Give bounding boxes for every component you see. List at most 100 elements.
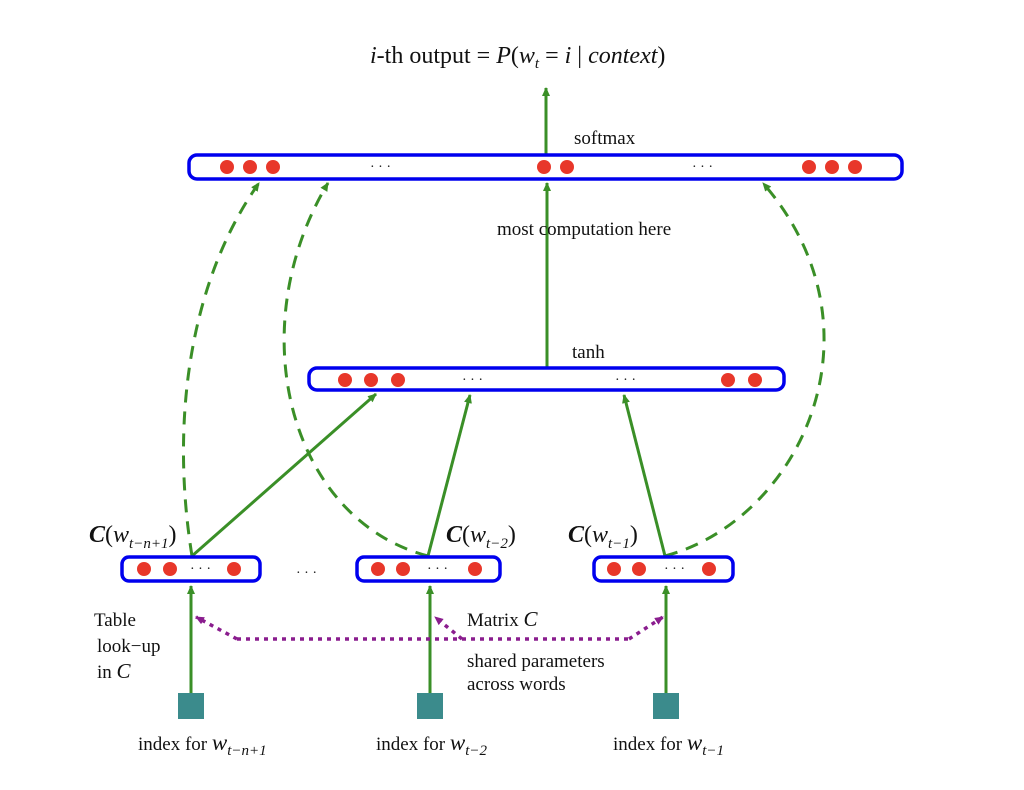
- tanh-label: tanh: [572, 342, 605, 363]
- formula-equals: =: [539, 43, 565, 69]
- input-label-sub: t−2: [465, 743, 487, 759]
- matrix-label-var: C: [523, 607, 538, 631]
- softmax-ellipsis-left: · · ·: [370, 160, 391, 175]
- neuron: [748, 373, 762, 387]
- input-label-text: index for: [613, 734, 687, 755]
- input-label-text: index for: [376, 734, 450, 755]
- table-lookup-line1: Table: [94, 610, 136, 631]
- formula-i: i: [370, 43, 377, 69]
- embedding-label-3: C(wt−1): [568, 522, 638, 552]
- input-label-w: w: [450, 730, 466, 755]
- neuron: [137, 562, 151, 576]
- embedding-box-3: · · ·: [592, 555, 735, 583]
- tanh-ellipsis-left: · · ·: [462, 373, 483, 388]
- input-label-2: index for wt−2: [376, 730, 488, 759]
- table-lookup-line2: look−up: [97, 636, 161, 657]
- neuron: [163, 562, 177, 576]
- softmax-ellipsis-right: · · ·: [692, 160, 713, 175]
- neuron: [702, 562, 716, 576]
- embedding-fn: C: [89, 522, 106, 548]
- formula-open-paren: (: [511, 43, 519, 69]
- shared-param-arrow-1: [195, 615, 238, 641]
- table-lookup-line3: in: [97, 662, 117, 683]
- embedding-label-1: C(wt−n+1): [89, 522, 176, 552]
- input-label-w: w: [212, 730, 228, 755]
- embedding-label-2: C(wt−2): [446, 522, 516, 552]
- neuron: [338, 373, 352, 387]
- embedding-ellipsis: · · ·: [427, 562, 448, 577]
- formula-i2: i: [565, 43, 572, 69]
- embedding-box-frame: [120, 555, 262, 583]
- neuron: [560, 160, 574, 174]
- shared-line1: shared parameters: [467, 651, 605, 672]
- neuron: [391, 373, 405, 387]
- formula-bar: |: [571, 43, 588, 69]
- neuron: [848, 160, 862, 174]
- neuron: [468, 562, 482, 576]
- embedding-sub: t−2: [486, 536, 508, 552]
- embedding-box-1: · · ·: [120, 555, 262, 583]
- formula-context: context: [588, 43, 659, 69]
- embedding-box-2: · · ·: [355, 555, 502, 583]
- embedding-ellipsis: · · ·: [664, 562, 685, 577]
- neuron: [721, 373, 735, 387]
- embedding3-to-tanh-arrow: [622, 394, 667, 557]
- shared-parameters-connector: [195, 615, 664, 641]
- neuron: [266, 160, 280, 174]
- neuron: [632, 562, 646, 576]
- neuron: [364, 373, 378, 387]
- input-label-1: index for wt−n+1: [138, 730, 267, 759]
- tanh-neurons: [338, 373, 762, 387]
- embedding-w: w: [113, 522, 129, 548]
- input-label-text: index for: [138, 734, 212, 755]
- embedding-fn: C: [568, 522, 585, 548]
- embedding-sub: t−n+1: [129, 536, 168, 552]
- matrix-label-text: Matrix: [467, 610, 523, 631]
- shared-line2: across words: [467, 674, 566, 695]
- embedding2-to-tanh-arrow: [426, 394, 472, 557]
- table-lookup-var: C: [117, 659, 132, 683]
- input-label-sub: t−n+1: [227, 743, 266, 759]
- formula-P: P: [495, 43, 511, 69]
- matrix-c-label: Matrix C: [467, 607, 538, 631]
- neuron: [802, 160, 816, 174]
- softmax-neurons: [220, 160, 862, 174]
- neuron: [227, 562, 241, 576]
- table-lookup-label: Table look−up in C: [94, 610, 165, 683]
- embedding-fn: C: [446, 522, 463, 548]
- output-formula: i-th output = P(wt = i | context): [370, 43, 665, 72]
- input-index-square-1: [178, 693, 204, 719]
- direct-connection-1: [181, 182, 261, 557]
- between-embeddings-ellipsis: · · ·: [296, 566, 317, 581]
- input-index-square-2: [417, 693, 443, 719]
- most-computation-label: most computation here: [497, 219, 671, 240]
- formula-w-sub: t: [535, 56, 540, 72]
- embedding-box-frame: [592, 555, 735, 583]
- embedding-ellipsis: · · ·: [190, 562, 211, 577]
- neuron: [825, 160, 839, 174]
- embedding-w: w: [592, 522, 608, 548]
- neuron: [371, 562, 385, 576]
- shared-param-arrow-2: [433, 615, 464, 641]
- input-label-3: index for wt−1: [613, 730, 724, 759]
- tanh-layer-box: [307, 366, 786, 392]
- formula-close-paren: ): [657, 43, 665, 69]
- embedding1-to-tanh-arrow: [191, 392, 377, 558]
- embedding-box-frame: [355, 555, 502, 583]
- formula-prefix: -th output =: [377, 43, 497, 69]
- neuron: [537, 160, 551, 174]
- formula-w: w: [519, 43, 535, 69]
- neuron: [607, 562, 621, 576]
- input-index-square-3: [653, 693, 679, 719]
- neuron: [396, 562, 410, 576]
- softmax-label: softmax: [574, 128, 636, 149]
- tanh-ellipsis-right: · · ·: [615, 373, 636, 388]
- input-label-w: w: [687, 730, 703, 755]
- input-label-sub: t−1: [702, 743, 724, 759]
- shared-param-arrow-3: [628, 615, 664, 641]
- neuron: [243, 160, 257, 174]
- direct-connection-2: [282, 182, 429, 558]
- embedding-w: w: [470, 522, 486, 548]
- embedding-sub: t−1: [608, 536, 630, 552]
